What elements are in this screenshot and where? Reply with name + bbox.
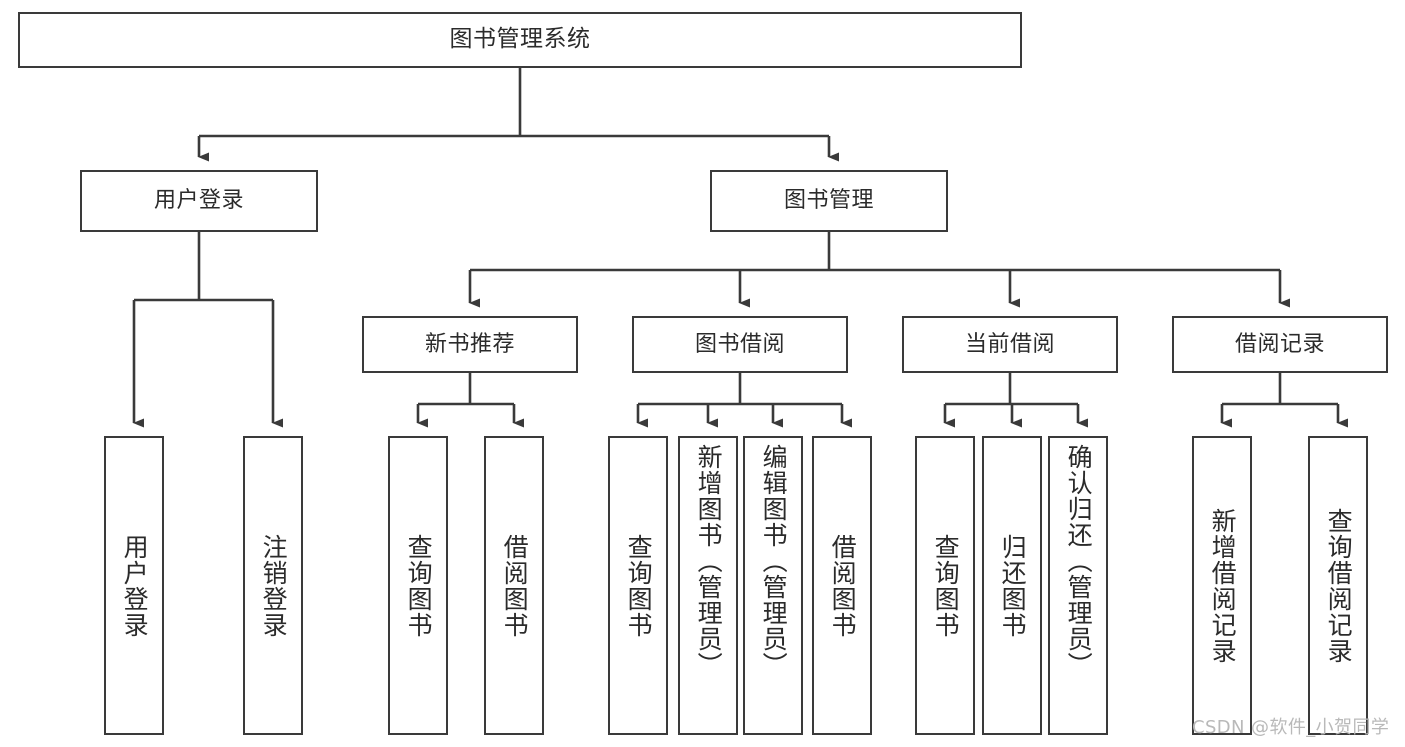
- node-label: 新增借阅记录: [1208, 507, 1238, 664]
- node-borrowing-record[interactable]: 借阅记录: [1172, 316, 1388, 373]
- node-label: 借阅图书: [500, 533, 530, 638]
- node-root-book-management-system[interactable]: 图书管理系统: [18, 12, 1022, 68]
- node-label: 当前借阅: [964, 331, 1055, 357]
- node-label: 编辑图书（管理员）: [759, 444, 789, 678]
- node-label: 用户登录: [120, 533, 150, 638]
- leaf-node-query-book-current[interactable]: 查询图书: [915, 436, 975, 735]
- node-label: 确认归还（管理员）: [1064, 444, 1094, 678]
- node-label: 图书管理系统: [449, 26, 591, 53]
- leaf-node-add-borrow-record[interactable]: 新增借阅记录: [1192, 436, 1252, 735]
- leaf-node-edit-book-admin[interactable]: 编辑图书（管理员）: [743, 436, 803, 735]
- node-book-management[interactable]: 图书管理: [710, 170, 948, 232]
- node-new-book-recommendation[interactable]: 新书推荐: [362, 316, 578, 373]
- node-current-borrowing[interactable]: 当前借阅: [902, 316, 1118, 373]
- node-label: 查询图书: [624, 533, 654, 638]
- leaf-node-confirm-return-admin[interactable]: 确认归还（管理员）: [1048, 436, 1108, 735]
- leaf-node-user-login[interactable]: 用户登录: [104, 436, 164, 735]
- node-label: 新书推荐: [424, 331, 515, 357]
- leaf-node-borrow-book[interactable]: 借阅图书: [812, 436, 872, 735]
- node-label: 查询借阅记录: [1324, 507, 1354, 664]
- node-label: 查询图书: [404, 533, 434, 638]
- leaf-node-add-book-admin[interactable]: 新增图书（管理员）: [678, 436, 738, 735]
- node-user-login[interactable]: 用户登录: [80, 170, 318, 232]
- node-label: 新增图书（管理员）: [694, 444, 724, 678]
- node-label: 图书借阅: [694, 331, 785, 357]
- node-label: 借阅图书: [828, 533, 858, 638]
- node-label: 查询图书: [931, 533, 961, 638]
- node-label: 用户登录: [153, 188, 244, 214]
- leaf-node-borrow-book-new[interactable]: 借阅图书: [484, 436, 544, 735]
- leaf-node-query-borrow-record[interactable]: 查询借阅记录: [1308, 436, 1368, 735]
- leaf-node-query-book-new[interactable]: 查询图书: [388, 436, 448, 735]
- node-label: 注销登录: [259, 533, 289, 638]
- node-book-borrowing[interactable]: 图书借阅: [632, 316, 848, 373]
- leaf-node-return-book[interactable]: 归还图书: [982, 436, 1042, 735]
- node-label: 借阅记录: [1234, 331, 1325, 357]
- node-label: 图书管理: [783, 188, 874, 214]
- node-label: 归还图书: [998, 533, 1028, 638]
- leaf-node-logout[interactable]: 注销登录: [243, 436, 303, 735]
- leaf-node-query-book-borrow[interactable]: 查询图书: [608, 436, 668, 735]
- csdn-watermark: CSDN @软件_小贺同学: [1192, 717, 1390, 738]
